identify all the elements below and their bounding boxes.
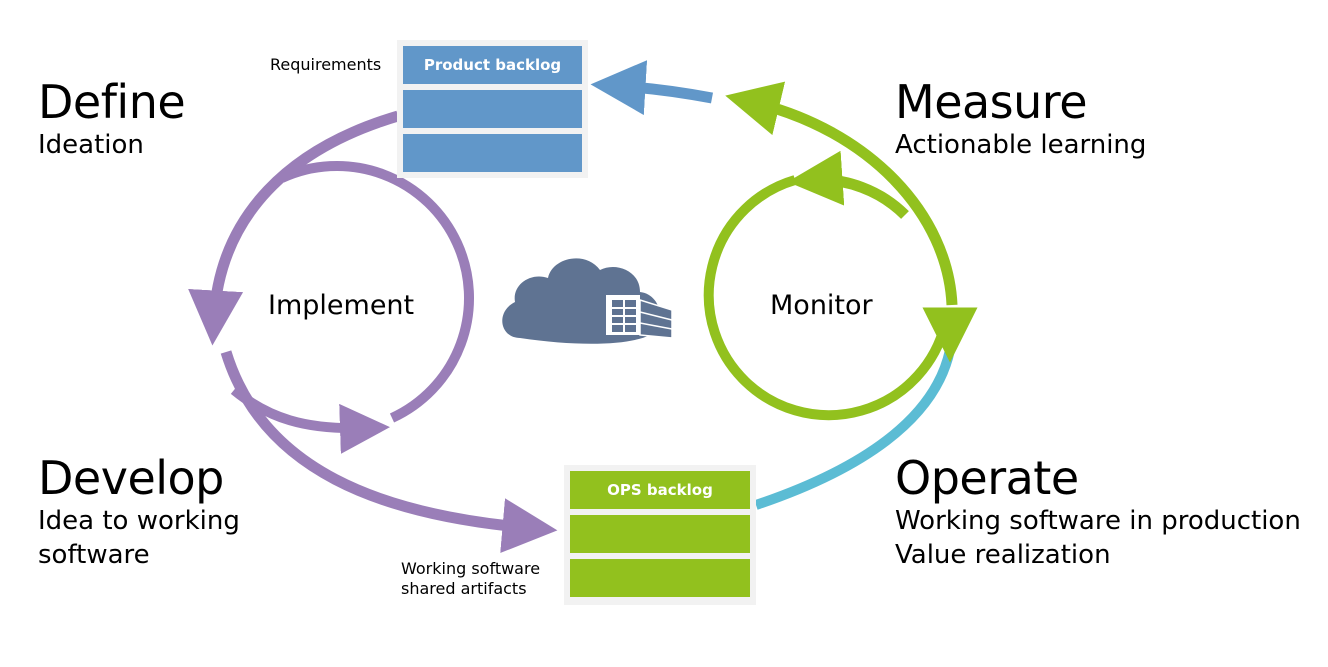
measure-inner-arrow (787, 150, 909, 219)
ops-backlog-header: OPS backlog (570, 471, 750, 509)
working-software-line-2: shared artifacts (401, 579, 527, 598)
monitor-loop-arc (703, 175, 950, 421)
operate-phase: Operate Working software in production V… (895, 452, 1301, 572)
product-backlog-item (403, 134, 582, 172)
implement-loop-arc (279, 160, 475, 423)
product-backlog-item (403, 90, 582, 128)
implement-label: Implement (268, 290, 415, 321)
requirements-label: Requirements (270, 55, 382, 74)
measure-subtitle: Actionable learning (895, 130, 1147, 160)
ops-backlog: OPS backlog (564, 465, 756, 605)
measure-phase: Measure Actionable learning (895, 76, 1146, 162)
working-software-line-1: Working software (401, 559, 541, 578)
measure-outer-arrow (725, 81, 958, 306)
operate-subtitle-line-2: Value realization (895, 540, 1111, 570)
develop-subtitle-line-1: Idea to working (38, 506, 240, 536)
product-backlog-header: Product backlog (403, 46, 582, 84)
develop-phase: Develop Idea to working software (38, 452, 240, 572)
cloud-datacenter-icon (502, 258, 673, 344)
monitor-label: Monitor (770, 290, 873, 321)
working-software-label: Working software shared artifacts (401, 559, 540, 599)
develop-to-ops-arrow (220, 350, 558, 554)
product-backlog: Product backlog (397, 40, 588, 178)
define-title: Define (38, 75, 186, 129)
operate-title: Operate (895, 451, 1079, 505)
ops-to-operate-arrow (754, 348, 955, 510)
define-phase: Define Ideation (38, 75, 186, 162)
operate-subtitle-line-1: Working software in production (895, 506, 1301, 536)
measure-title: Measure (895, 75, 1088, 129)
define-subtitle: Ideation (38, 130, 144, 160)
ops-backlog-item (570, 559, 750, 597)
define-to-develop-arrow (188, 110, 400, 346)
develop-subtitle-line-2: software (38, 540, 150, 570)
implement-loop-arrow (230, 386, 390, 454)
ops-backlog-item (570, 515, 750, 553)
measure-to-backlog-arrow (590, 60, 714, 116)
develop-title: Develop (38, 451, 224, 505)
